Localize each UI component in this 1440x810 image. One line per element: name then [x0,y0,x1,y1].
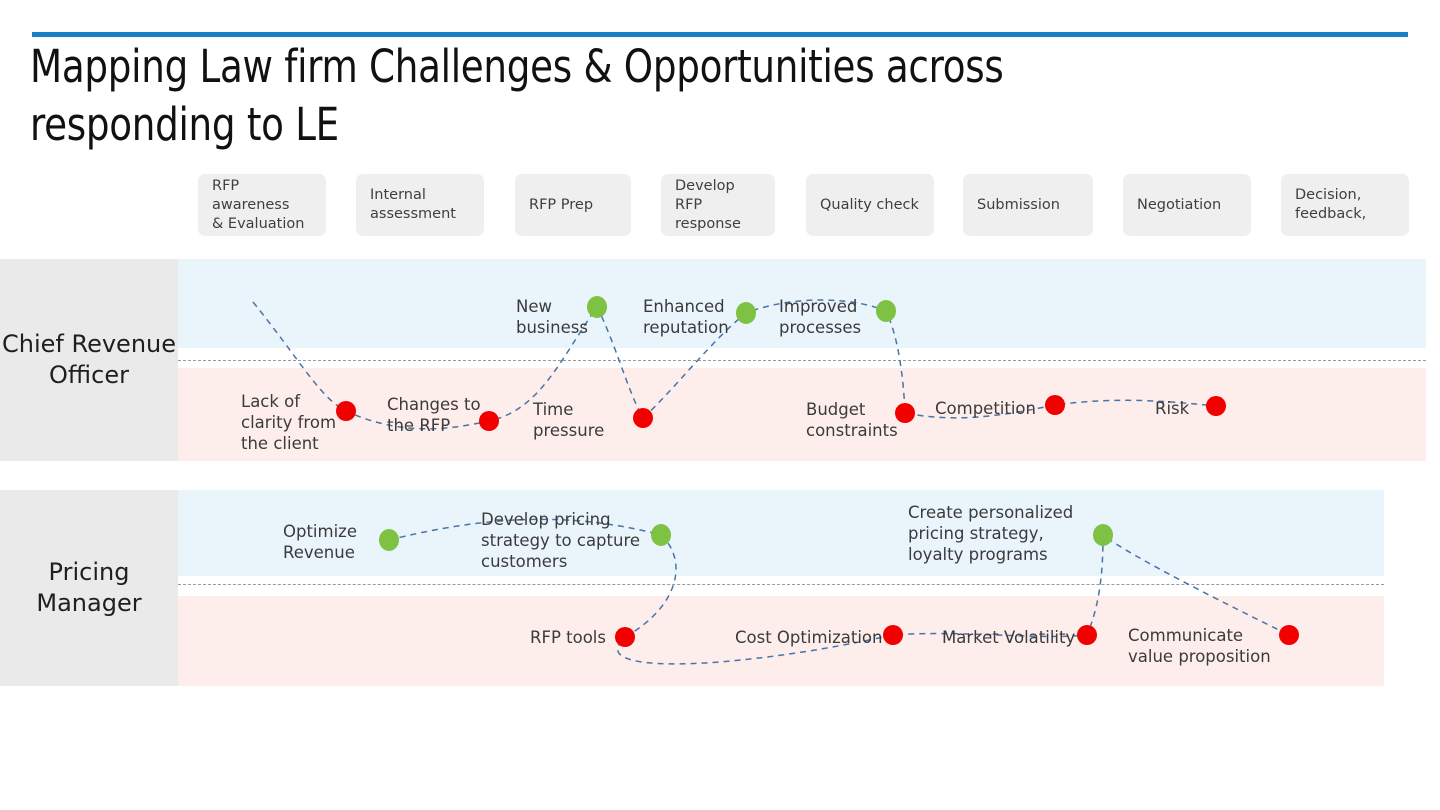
node-dot-communicate-value[interactable] [1279,625,1299,645]
stage-chip-5[interactable]: Submission [963,174,1093,236]
lane-0-opportunity-band [178,259,1426,348]
lane-0-challenge-band [178,368,1426,461]
node-dot-competition[interactable] [1045,395,1065,415]
node-dot-new-business[interactable] [587,296,607,318]
node-dot-market-volatility[interactable] [1077,625,1097,645]
stage-chip-4[interactable]: Quality check [806,174,934,236]
lane-title-box-0: Chief Revenue Officer [0,259,178,461]
stage-chip-label: Decision, feedback, [1295,187,1367,222]
node-dot-enhanced-reputation[interactable] [736,302,756,324]
stage-chip-label: RFP awareness & Evaluation [212,177,305,232]
node-dot-changes-to-rfp[interactable] [479,411,499,431]
stage-chip-6[interactable]: Negotiation [1123,174,1251,236]
node-dot-lack-of-clarity[interactable] [336,401,356,421]
node-dot-rfp-tools[interactable] [615,627,635,647]
node-dot-develop-pricing[interactable] [651,524,671,546]
stage-chip-row: RFP awareness & Evaluation Internal asses… [0,174,1440,236]
lane-0-midline-divider [178,360,1426,361]
stage-chip-1[interactable]: Internal assessment [356,174,484,236]
lane-1-midline-divider [178,584,1384,585]
lane-1-opportunity-band [178,490,1384,576]
node-dot-time-pressure[interactable] [633,408,653,428]
stage-chip-label: RFP Prep [529,196,594,213]
stage-chip-0[interactable]: RFP awareness & Evaluation [198,174,326,236]
lane-title-box-1: Pricing Manager [0,490,178,686]
stage-chip-label: Submission [977,196,1060,213]
node-dot-improved-processes[interactable] [876,300,896,322]
stage-chip-3[interactable]: Develop RFP response [661,174,775,236]
stage-chip-label: Develop RFP response [675,177,741,232]
lane-title: Pricing Manager [36,558,142,617]
stage-chip-2[interactable]: RFP Prep [515,174,631,236]
stage-chip-label: Internal assessment [370,187,456,222]
page-title: Mapping Law firm Challenges & Opportunit… [30,40,1016,151]
node-dot-optimize-revenue[interactable] [379,529,399,551]
lane-1-challenge-band [178,596,1384,686]
stage-chip-label: Negotiation [1137,196,1222,213]
lane-title: Chief Revenue Officer [2,330,176,389]
header-accent-rule [32,32,1408,37]
node-dot-cost-optimization[interactable] [883,625,903,645]
stage-chip-label: Quality check [820,196,919,213]
node-dot-budget-constraints[interactable] [895,403,915,423]
node-dot-risk[interactable] [1206,396,1226,416]
node-dot-create-personalized[interactable] [1093,524,1113,546]
stage-chip-7[interactable]: Decision, feedback, [1281,174,1409,236]
